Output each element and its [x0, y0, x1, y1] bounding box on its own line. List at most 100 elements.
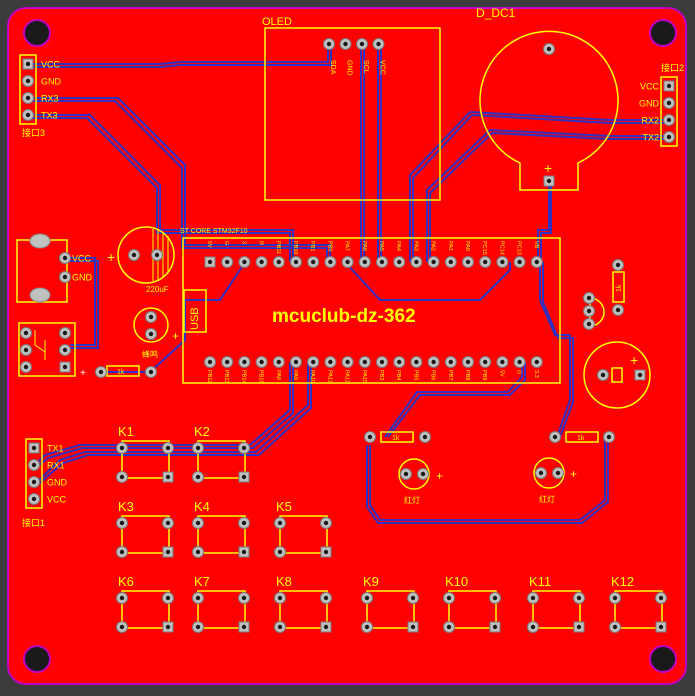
drill-hole: [148, 331, 154, 337]
drill-hole: [410, 595, 416, 601]
resistor-value: 1k: [392, 435, 400, 442]
trace: [429, 131, 668, 262]
cap2-body: [611, 367, 623, 383]
silk-label: PC15: [481, 241, 487, 255]
mcu-core-board[interactable]: USB ST CORE STM32F10 mcuclub-dz-362: [180, 228, 561, 384]
d-dc1-buzzer[interactable]: D_DC1 +: [476, 6, 619, 191]
drill-hole: [328, 259, 333, 265]
drill-hole: [323, 549, 329, 555]
buzzer2-plus: +: [172, 329, 179, 343]
silk-label: 接口1: [22, 517, 45, 528]
key-k12[interactable]: K12: [609, 574, 667, 633]
drill-hole: [666, 117, 672, 123]
key-k8[interactable]: K8: [274, 574, 332, 633]
drill-hole: [119, 624, 125, 630]
drill-hole: [343, 41, 348, 47]
silk-label: G: [223, 241, 229, 245]
drill-hole: [225, 259, 230, 265]
key-k5[interactable]: K5: [274, 499, 332, 558]
power-jack[interactable]: [16, 233, 68, 303]
trace: [28, 114, 294, 262]
drill-hole: [586, 295, 592, 301]
key-k9[interactable]: K9: [361, 574, 419, 633]
led-plus: +: [570, 467, 577, 481]
usb-outline: [183, 289, 207, 333]
silk-label: PB3: [378, 370, 384, 380]
buzzer2-label: 蜂鸣: [142, 349, 158, 359]
silk-label: PB10: [292, 241, 298, 254]
drill-hole: [538, 470, 544, 476]
drill-hole: [465, 359, 471, 365]
resistor-vertical[interactable]: 1k: [612, 271, 625, 303]
trace: [387, 362, 526, 438]
silk-label: TX2: [642, 133, 659, 143]
silk-label: PA8: [275, 370, 281, 380]
key-outline: [532, 590, 581, 629]
key-k2[interactable]: K2: [192, 424, 250, 483]
silk-label: 5V: [206, 241, 212, 248]
drill-hole: [119, 445, 125, 451]
key-outline: [279, 515, 328, 554]
resistor-r1[interactable]: 1k +: [80, 365, 140, 379]
drill-hole: [658, 595, 664, 601]
board-outline: [7, 7, 687, 685]
d-dc1-plus: +: [544, 160, 552, 176]
drill-hole: [615, 262, 621, 268]
jack-pad: [29, 233, 51, 249]
drill-hole: [165, 445, 171, 451]
d-dc1-label: D_DC1: [476, 6, 516, 20]
resistor-body: [380, 431, 414, 443]
header-outline: [19, 54, 37, 125]
resistor-value: 1k: [616, 284, 623, 292]
drill-hole: [397, 359, 402, 365]
drill-hole: [23, 330, 29, 336]
drill-hole: [165, 520, 171, 526]
silk-label: K11: [529, 574, 551, 589]
drill-hole: [154, 252, 160, 258]
resistor-value: 1k: [117, 369, 125, 376]
drill-hole: [225, 359, 230, 365]
drill-hole: [666, 100, 672, 106]
drill-hole: [25, 112, 31, 118]
drill-hole: [259, 359, 264, 365]
trace: [100, 261, 246, 373]
key-k4[interactable]: K4: [192, 499, 250, 558]
drill-hole: [612, 595, 618, 601]
drill-hole: [119, 474, 125, 480]
cap-plus: +: [107, 249, 115, 265]
oled-module[interactable]: OLED: [262, 16, 441, 201]
drill-hole: [23, 347, 29, 353]
drill-hole: [323, 595, 329, 601]
key-k7[interactable]: K7: [192, 574, 250, 633]
power-switch[interactable]: [18, 322, 76, 377]
trace: [539, 262, 571, 438]
drill-hole: [207, 259, 213, 265]
capacitor-large[interactable]: +: [583, 341, 651, 409]
drill-hole: [379, 259, 385, 265]
small-buzzer[interactable]: + 蜂鸣: [133, 307, 179, 359]
key-k10[interactable]: K10: [443, 574, 501, 633]
drill-hole: [276, 259, 281, 265]
silk-label: TX1: [47, 444, 64, 454]
header-outline: [660, 76, 678, 147]
key-k1[interactable]: K1: [116, 424, 174, 483]
resistor-body: [565, 431, 599, 443]
silk-label: G: [516, 370, 522, 374]
drill-hole: [277, 624, 283, 630]
led-circuit-1[interactable]: 1k + 红灯: [380, 431, 443, 505]
drill-hole: [165, 549, 171, 555]
silk-label: K10: [445, 574, 468, 589]
key-k6[interactable]: K6: [116, 574, 174, 633]
silk-label: PB1: [309, 241, 315, 251]
silk-label: VB: [533, 241, 539, 249]
led-label: 红灯: [404, 495, 420, 505]
key-k3[interactable]: K3: [116, 499, 174, 558]
oled-label: OLED: [262, 16, 292, 28]
key-k11[interactable]: K11: [527, 574, 585, 633]
drill-hole: [311, 359, 316, 365]
